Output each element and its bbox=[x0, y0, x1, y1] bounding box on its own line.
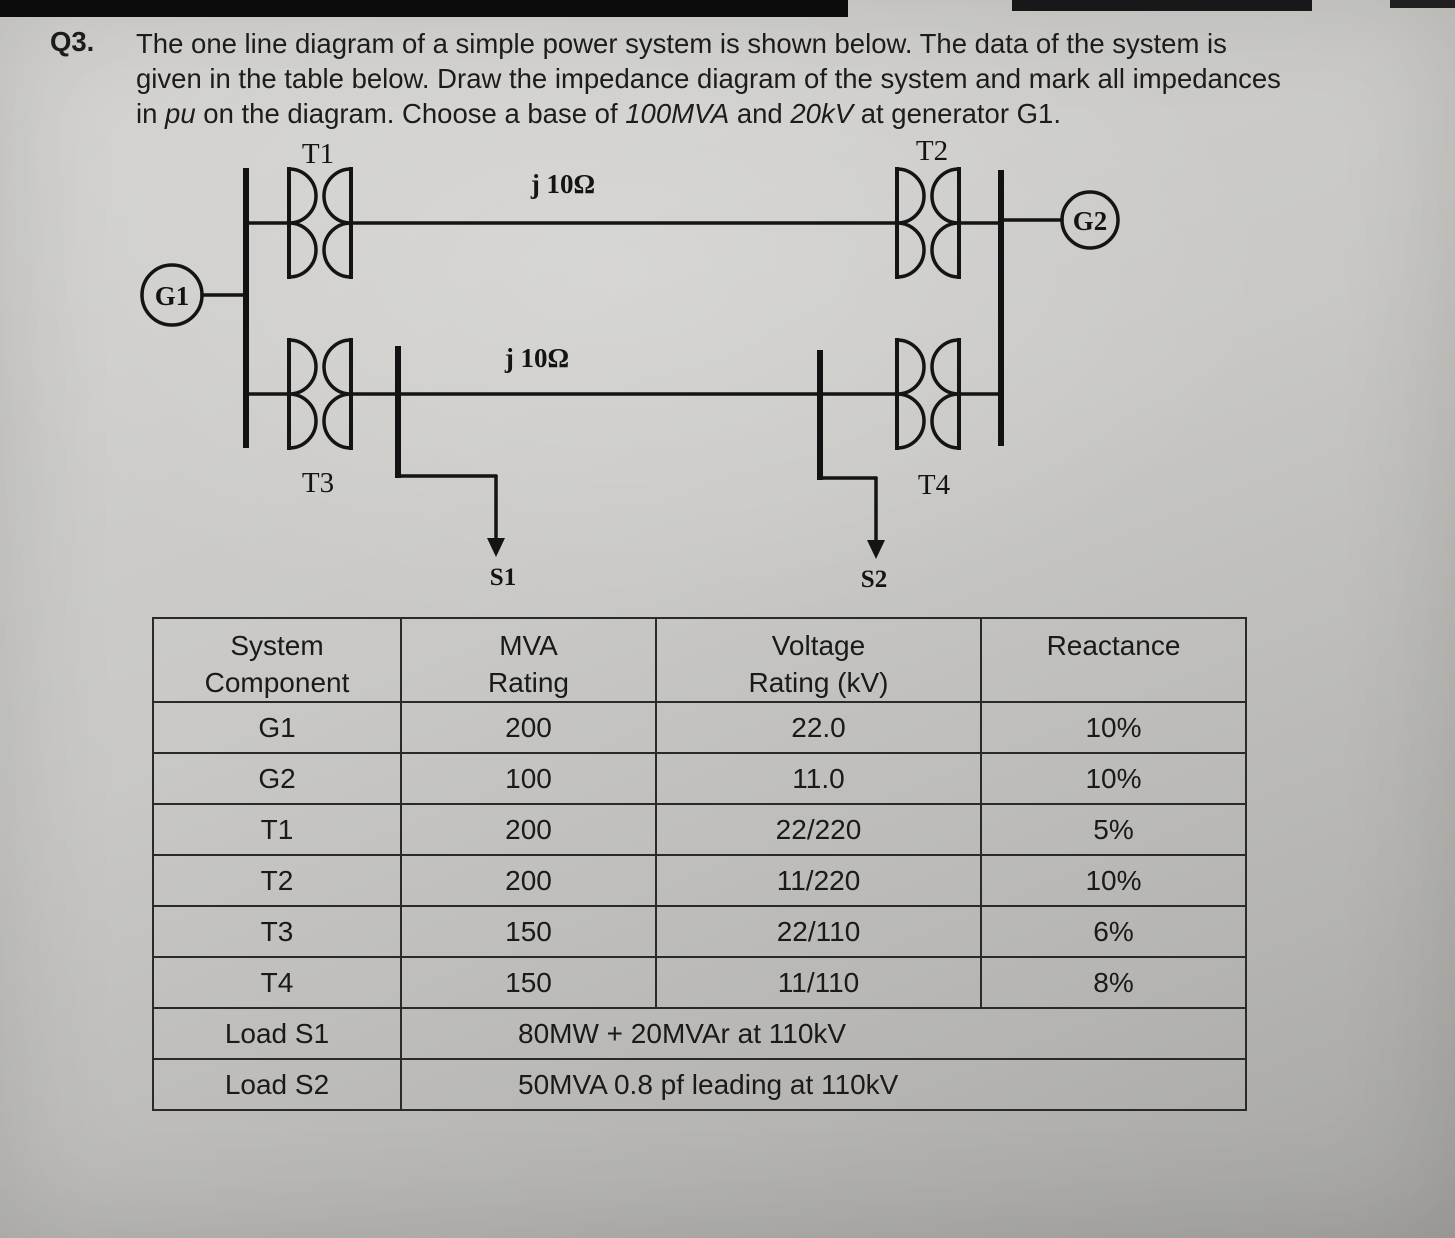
cell-voltage: 22.0 bbox=[655, 701, 982, 754]
photo-edge-artifact bbox=[1012, 0, 1312, 11]
photo-edge-artifact bbox=[1390, 0, 1455, 8]
generator-g1-symbol: G1 bbox=[140, 263, 248, 327]
question-line-3: in pu on the diagram. Choose a base of 1… bbox=[136, 96, 1281, 131]
transformer-t1-label: T1 bbox=[302, 138, 334, 170]
header-line: Voltage bbox=[771, 630, 866, 661]
cell-voltage: 11.0 bbox=[655, 752, 982, 805]
header-line: Reactance bbox=[1046, 630, 1181, 661]
cell-component: T1 bbox=[152, 803, 402, 856]
header-mva-rating: MVA Rating bbox=[400, 617, 657, 703]
header-line: Component bbox=[204, 667, 350, 698]
generator-g2-circle bbox=[1060, 190, 1120, 250]
transformer-t1-symbol: T1 bbox=[244, 138, 353, 279]
cell-reactance: 10% bbox=[980, 701, 1247, 754]
header-system-component: System Component bbox=[152, 617, 402, 703]
question-line-3-text: and bbox=[729, 98, 791, 129]
cell-component: T4 bbox=[152, 956, 402, 1009]
table-row-load-s1: Load S1 80MW + 20MVAr at 110kV bbox=[152, 1007, 1247, 1060]
transformer-t4-symbol: T4 bbox=[818, 338, 1003, 501]
base-kv-italic: 20kV bbox=[790, 98, 854, 129]
cell-voltage: 11/110 bbox=[655, 956, 982, 1009]
cell-reactance: 10% bbox=[980, 854, 1247, 907]
pu-italic: pu bbox=[165, 98, 196, 129]
line-2-impedance-label: j 10Ω bbox=[504, 343, 569, 373]
cell-mva: 100 bbox=[400, 752, 657, 805]
table-header-row: System Component MVA Rating Voltage Rati… bbox=[152, 617, 1247, 703]
t4-primary-coil bbox=[896, 338, 926, 450]
base-mva-italic: 100MVA bbox=[625, 98, 730, 129]
table-row-t2: T2 200 11/220 10% bbox=[152, 854, 1247, 907]
cell-reactance: 6% bbox=[980, 905, 1247, 958]
cell-voltage: 11/220 bbox=[655, 854, 982, 907]
transformer-t2-label: T2 bbox=[916, 135, 948, 167]
generator-g1-label: G1 bbox=[155, 281, 190, 311]
cell-mva: 150 bbox=[400, 905, 657, 958]
system-data-table: System Component MVA Rating Voltage Rati… bbox=[152, 617, 1247, 1111]
t2-primary-coil bbox=[896, 167, 926, 279]
cell-voltage: 22/110 bbox=[655, 905, 982, 958]
question-line-3-text: on the diagram. Choose a base of bbox=[195, 98, 626, 129]
header-voltage-rating: Voltage Rating (kV) bbox=[655, 617, 982, 703]
cell-mva: 200 bbox=[400, 803, 657, 856]
cell-reactance: 10% bbox=[980, 752, 1247, 805]
table-row-load-s2: Load S2 50MVA 0.8 pf leading at 110kV bbox=[152, 1058, 1247, 1111]
header-line: Rating (kV) bbox=[748, 667, 889, 698]
generator-g1-circle bbox=[140, 263, 204, 327]
load-s1-label: S1 bbox=[490, 564, 516, 591]
cell-voltage: 22/220 bbox=[655, 803, 982, 856]
question-line-1: The one line diagram of a simple power s… bbox=[136, 28, 1227, 59]
header-line: System bbox=[230, 630, 324, 661]
cell-load-desc: 80MW + 20MVAr at 110kV bbox=[400, 1007, 1247, 1060]
transformer-t3-label: T3 bbox=[302, 467, 334, 499]
table-row-t3: T3 150 22/110 6% bbox=[152, 905, 1247, 958]
header-line: MVA bbox=[499, 630, 558, 661]
question-number: Q3. bbox=[50, 26, 95, 57]
t4-secondary-coil bbox=[930, 338, 960, 450]
cell-mva: 150 bbox=[400, 956, 657, 1009]
table-row-g1: G1 200 22.0 10% bbox=[152, 701, 1247, 754]
question-block: Q3. The one line diagram of a simple pow… bbox=[50, 26, 1320, 131]
load-s2-symbol: S2 bbox=[818, 476, 887, 593]
t3-primary-coil bbox=[288, 338, 318, 450]
cell-load-label: Load S1 bbox=[152, 1007, 402, 1060]
load-s2-label: S2 bbox=[861, 566, 887, 593]
question-line-3-text: at generator G1. bbox=[853, 98, 1061, 129]
cell-component: G1 bbox=[152, 701, 402, 754]
transformer-t3-symbol: T3 bbox=[244, 338, 400, 499]
t1-secondary-coil bbox=[322, 167, 352, 279]
cell-mva: 200 bbox=[400, 854, 657, 907]
cell-load-label: Load S2 bbox=[152, 1058, 402, 1111]
cell-reactance: 8% bbox=[980, 956, 1247, 1009]
s1-load-arrow bbox=[487, 538, 505, 557]
header-reactance: Reactance bbox=[980, 617, 1247, 703]
cell-component: G2 bbox=[152, 752, 402, 805]
transformer-t2-symbol: T2 bbox=[895, 135, 1003, 279]
cell-component: T2 bbox=[152, 854, 402, 907]
t2-secondary-coil bbox=[930, 167, 960, 279]
load-s1-symbol: S1 bbox=[396, 474, 516, 591]
table-row-t1: T1 200 22/220 5% bbox=[152, 803, 1247, 856]
t1-primary-coil bbox=[288, 167, 318, 279]
question-line-3-text: in bbox=[136, 98, 166, 129]
table-row-g2: G2 100 11.0 10% bbox=[152, 752, 1247, 805]
cell-reactance: 5% bbox=[980, 803, 1247, 856]
cell-load-desc: 50MVA 0.8 pf leading at 110kV bbox=[400, 1058, 1247, 1111]
generator-g2-symbol: G2 bbox=[999, 190, 1120, 250]
cell-component: T3 bbox=[152, 905, 402, 958]
question-text: The one line diagram of a simple power s… bbox=[136, 26, 1281, 131]
photo-edge-artifact bbox=[0, 0, 848, 17]
cell-mva: 200 bbox=[400, 701, 657, 754]
generator-g2-label: G2 bbox=[1073, 206, 1108, 236]
question-line-2: given in the table below. Draw the imped… bbox=[136, 63, 1281, 94]
s2-load-arrow bbox=[867, 540, 885, 559]
header-line: Rating bbox=[488, 667, 569, 698]
table-row-t4: T4 150 11/110 8% bbox=[152, 956, 1247, 1009]
transformer-t4-label: T4 bbox=[918, 469, 951, 501]
t3-secondary-coil bbox=[322, 338, 352, 450]
line-1-impedance-label: j 10Ω bbox=[530, 169, 595, 199]
